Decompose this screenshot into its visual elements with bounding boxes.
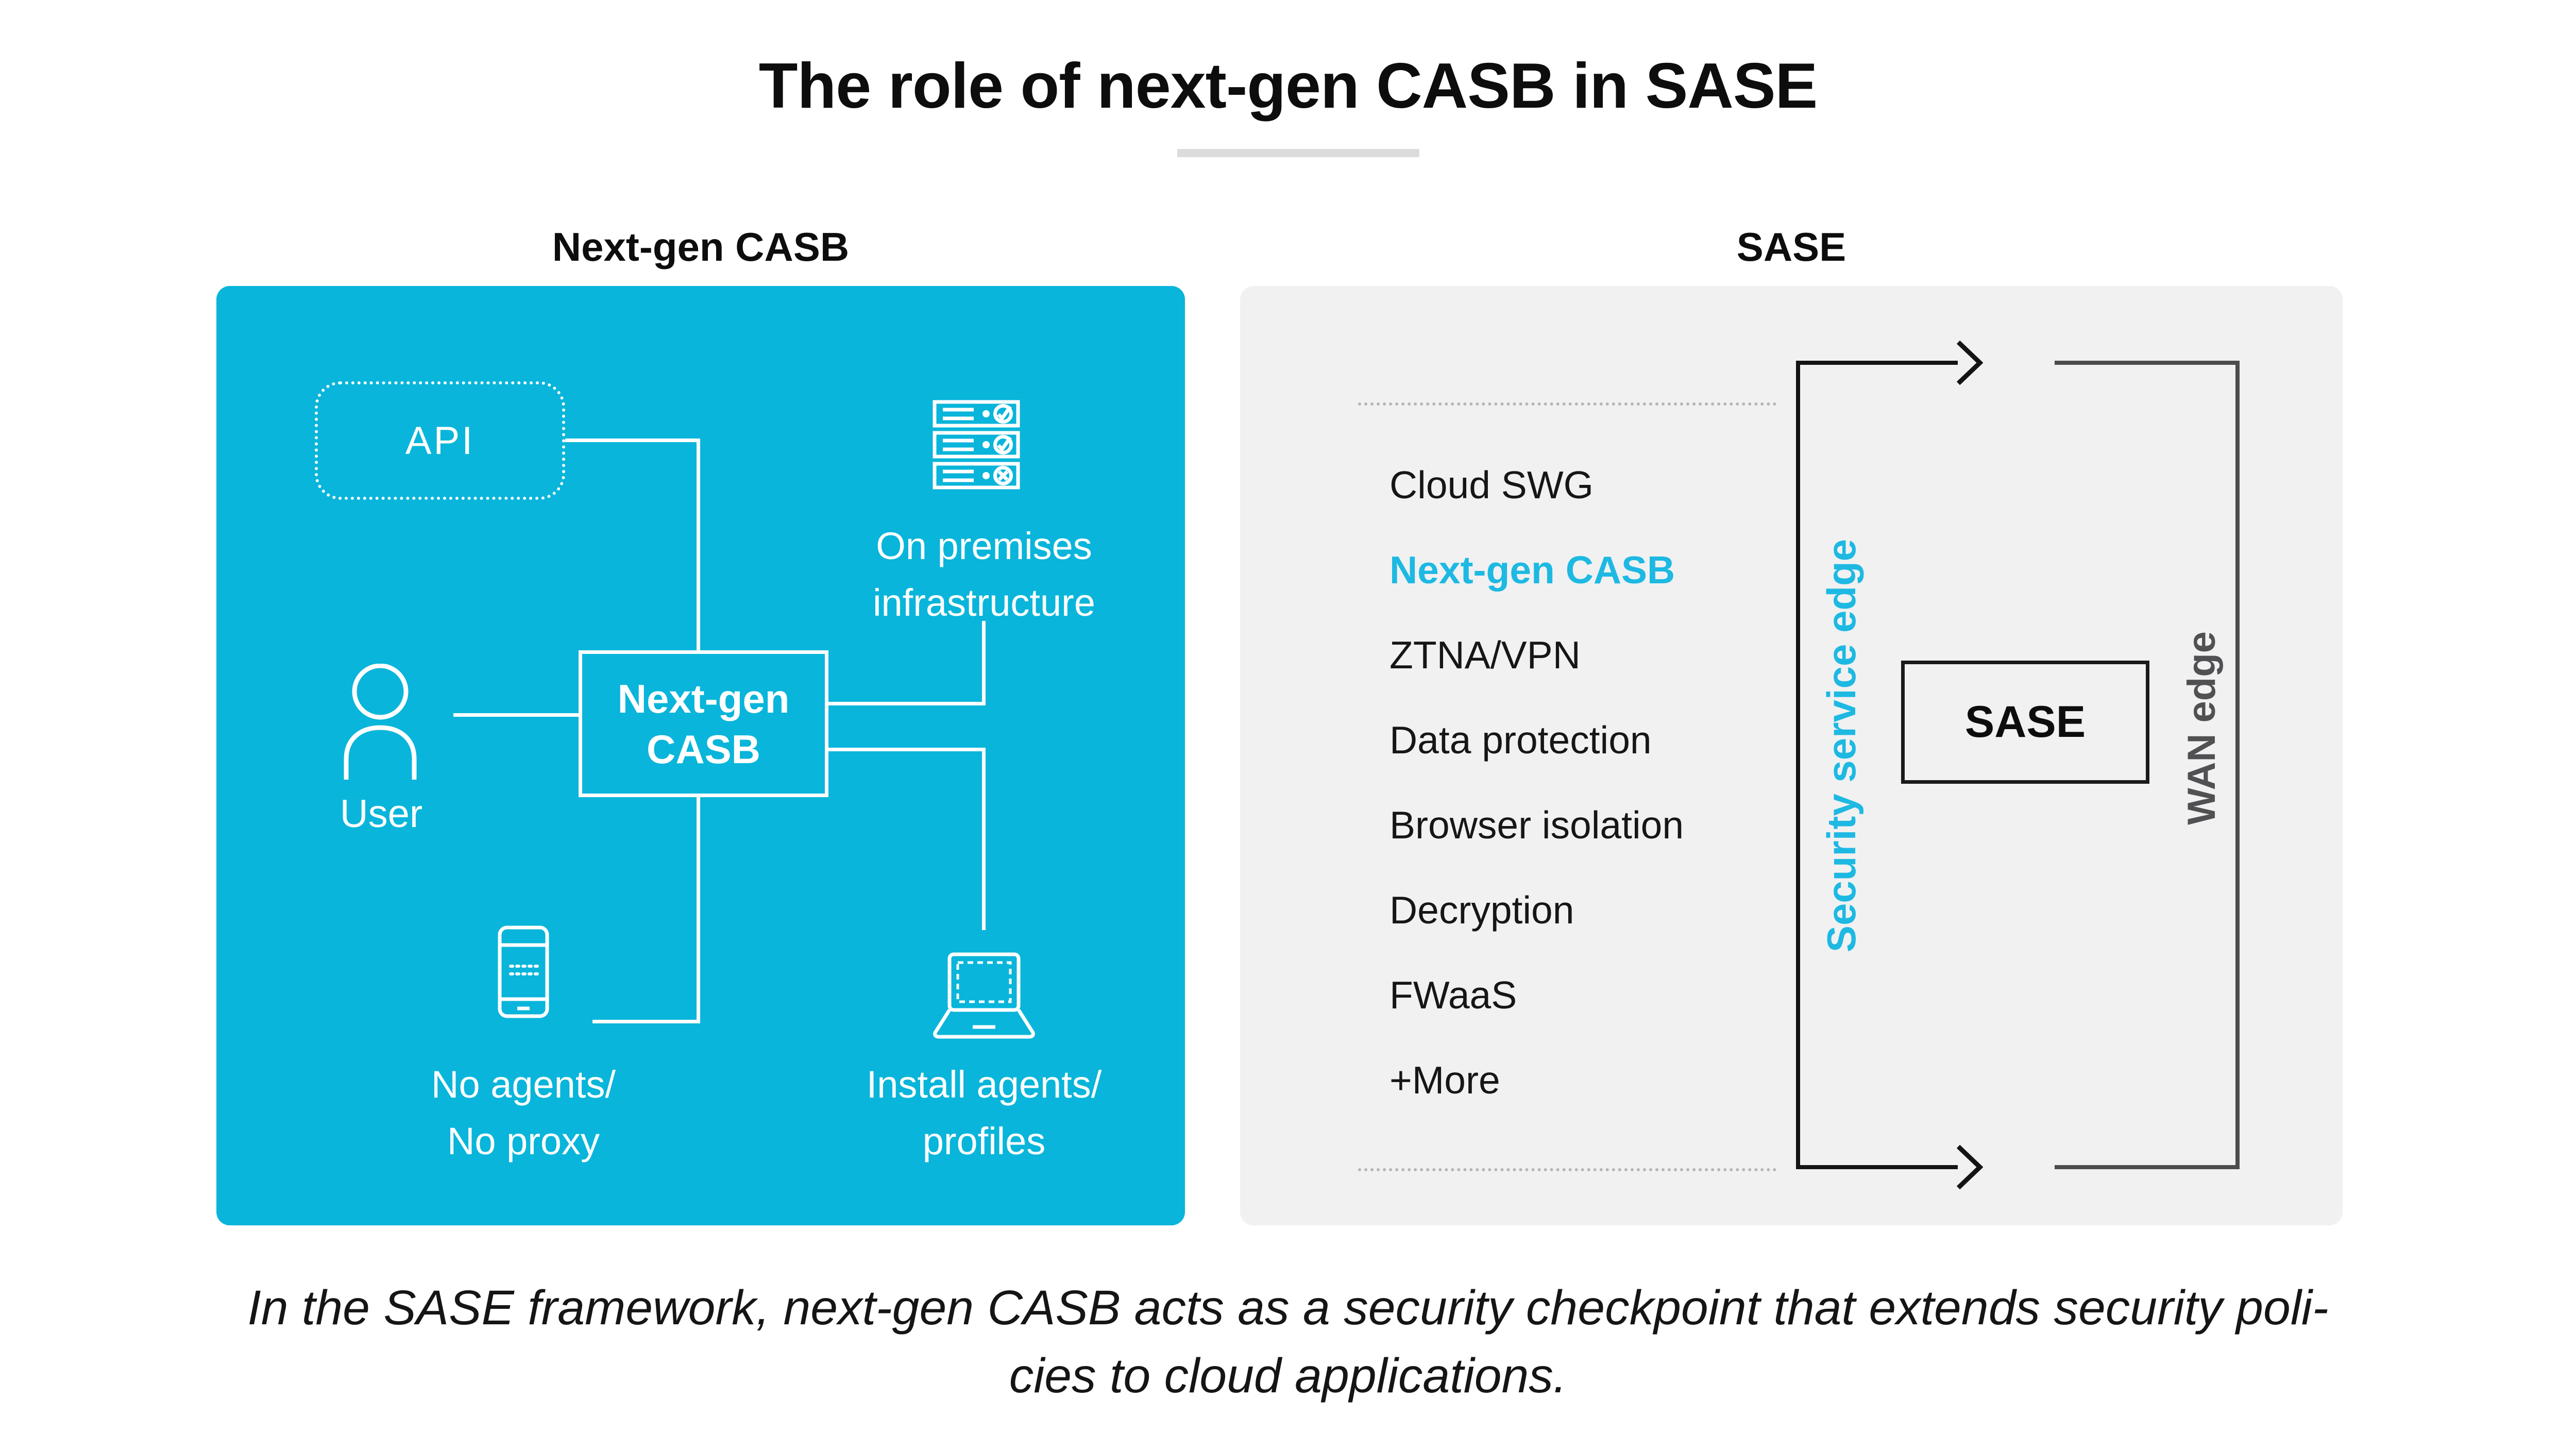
- api-label: API: [405, 418, 475, 463]
- service-item-more: +More: [1389, 1058, 1500, 1102]
- user-label: User: [340, 792, 423, 836]
- wan-bracket-vertical: [2235, 361, 2240, 1169]
- page-title: The role of next-gen CASB in SASE: [758, 50, 1818, 122]
- x-circle-icon: [993, 466, 1013, 485]
- service-item-fwaas: FWaaS: [1389, 973, 1517, 1017]
- sase-box: SASE: [1901, 661, 2149, 784]
- sse-bracket-bottom: [1796, 1165, 1958, 1169]
- user-icon: [344, 664, 417, 780]
- caption-line-2: cies to cloud applications.: [1009, 1349, 1567, 1403]
- on-premises-label: On premises infrastructure: [873, 525, 1095, 624]
- sase-box-label: SASE: [1964, 697, 2086, 747]
- connector-user: [453, 713, 579, 717]
- security-service-edge-label: Security service edge: [1818, 538, 1864, 953]
- connector-api-horizontal: [565, 439, 700, 442]
- service-item-next-gen-casb: Next-gen CASB: [1389, 548, 1675, 592]
- connector-api-vertical: [697, 439, 700, 652]
- service-item-decryption: Decryption: [1389, 888, 1574, 932]
- no-agents-label: No agents/ No proxy: [431, 1063, 616, 1162]
- caption: In the SASE framework, next-gen CASB act…: [0, 1274, 2576, 1410]
- right-column-heading: SASE: [1736, 224, 1846, 269]
- connector-laptop-horizontal: [828, 748, 986, 751]
- service-item-ztna-vpn: ZTNA/VPN: [1389, 633, 1581, 677]
- connector-phone-horizontal: [592, 1020, 700, 1023]
- wan-edge-label: WAN edge: [2179, 631, 2224, 825]
- connector-onprem-horizontal: [828, 702, 986, 705]
- wan-bracket-top: [2055, 361, 2240, 365]
- servers-icon: [933, 400, 1020, 490]
- install-agents-label: Install agents/ profiles: [866, 1063, 1102, 1162]
- dotted-separator-top: [1358, 402, 1776, 406]
- check-circle-icon: [993, 404, 1013, 424]
- service-item-data-protection: Data protection: [1389, 718, 1652, 762]
- left-column-heading: Next-gen CASB: [552, 224, 850, 269]
- sase-service-list: Cloud SWG Next-gen CASB ZTNA/VPN Data pr…: [1389, 442, 1853, 1122]
- sse-bracket-top: [1796, 361, 1958, 365]
- connector-laptop-vertical: [982, 748, 986, 930]
- service-item-browser-isolation: Browser isolation: [1389, 803, 1684, 847]
- arrow-right-icon: [1956, 340, 1983, 385]
- dotted-separator-bottom: [1358, 1168, 1776, 1171]
- api-box: API: [315, 381, 565, 500]
- arrow-right-icon: [1956, 1144, 1983, 1190]
- phone-icon: [498, 925, 549, 1018]
- title-divider: [1177, 149, 1419, 157]
- next-gen-casb-box: Next-gen CASB: [579, 650, 828, 797]
- service-item-cloud-swg: Cloud SWG: [1389, 463, 1594, 507]
- connector-phone-vertical: [697, 796, 700, 1022]
- sase-panel: Cloud SWG Next-gen CASB ZTNA/VPN Data pr…: [1240, 286, 2343, 1225]
- caption-line-1: In the SASE framework, next-gen CASB act…: [247, 1280, 2329, 1335]
- sse-bracket-vertical: [1796, 361, 1800, 1169]
- wan-bracket-bottom: [2055, 1165, 2240, 1169]
- check-circle-icon: [993, 435, 1013, 454]
- connector-onprem-vertical: [982, 621, 986, 705]
- next-gen-casb-panel: API On pr: [216, 286, 1185, 1225]
- laptop-icon: [933, 952, 1035, 1039]
